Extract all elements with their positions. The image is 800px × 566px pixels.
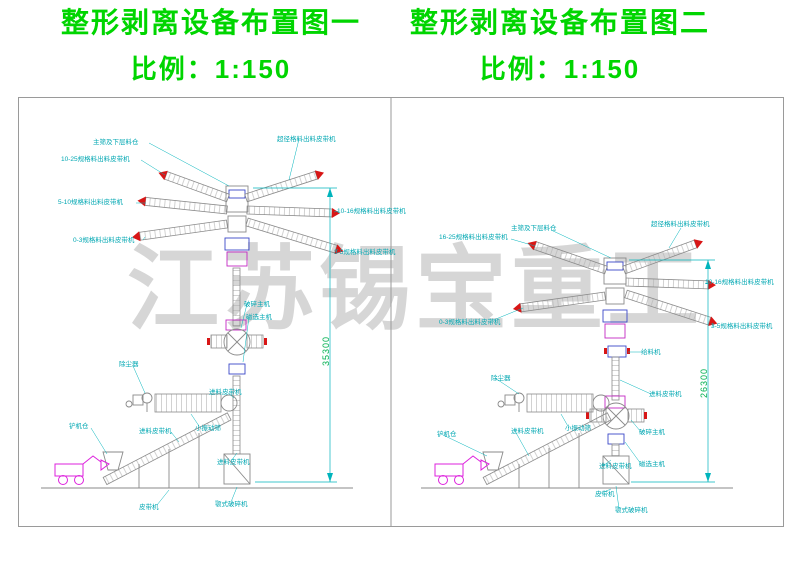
- label-out-10-25-1: 10-25规格料出料皮带机: [61, 156, 130, 163]
- label-feed-belt-3-1: 进料皮带机: [217, 459, 250, 466]
- figure1-title: 整形剥离设备布置图一 比例：1:150: [36, 6, 386, 86]
- label-out-0-3-2: 0-3规格料出料皮带机: [439, 319, 501, 326]
- vertical-belt-1: [232, 267, 241, 327]
- jaw-crusher-1: [223, 453, 251, 485]
- label-small-screen-1: 小振动筛: [195, 425, 221, 432]
- leader-lines-1: [90, 138, 340, 506]
- inclined-feed-conveyor-2: [482, 412, 612, 486]
- panel2-drawing: [421, 227, 733, 510]
- label-out-16-25-2: 16-25规格料出料皮带机: [439, 234, 508, 241]
- conveyor-10-16-r: [625, 277, 716, 290]
- label-out-10-16-2: 10-16规格料出料皮带机: [705, 279, 774, 286]
- conveyor-5-10: [137, 196, 228, 215]
- label-crusher-main-1: 破碎主机: [244, 301, 270, 308]
- label-dust-2: 除尘器: [491, 375, 511, 382]
- label-loader-hopper-2: 铲机仓: [437, 431, 457, 438]
- label-main-screen-1: 主筛及下层料仓: [93, 139, 139, 146]
- figure2-title: 整形剥离设备布置图二 比例：1:150: [400, 6, 720, 86]
- label-feed-belt-1-1: 进料皮带机: [209, 389, 242, 396]
- figure1-title-line1: 整形剥离设备布置图一: [60, 7, 361, 38]
- label-jaw-crusher-1: 颚式破碎机: [215, 501, 248, 508]
- conveyor-0-3: [131, 219, 229, 242]
- label-out-0-3-1: 0-3规格料出料皮带机: [73, 237, 135, 244]
- label-feed-belt-2-2: 进料皮带机: [511, 428, 544, 435]
- label-out-3-5-2: 3-5规格料出料皮带机: [711, 323, 773, 330]
- label-loader-hopper-1: 铲机仓: [69, 423, 89, 430]
- label-out-5-10-1: 5-10规格料出料皮带机: [58, 199, 124, 206]
- dimension-text-26300: 26300: [699, 367, 709, 398]
- label-feed-belt-2-1: 进料皮带机: [139, 428, 172, 435]
- label-crusher-main-2: 破碎主机: [639, 429, 665, 436]
- small-vibrating-screen-1: [125, 393, 238, 413]
- label-magnet-2: 磁选主机: [639, 461, 665, 468]
- drawing-canvas: 江苏锡宝重工: [18, 97, 784, 527]
- conveyor-3-5: [245, 217, 344, 254]
- feed-hopper-1: [102, 451, 124, 471]
- dimension-text-35300: 35300: [321, 335, 331, 366]
- magnet-separator-1: [228, 363, 246, 375]
- loader-truck-2: [434, 455, 490, 485]
- feed-hopper-2: [482, 451, 504, 471]
- label-feed-belt-3-2: 进料皮带机: [599, 463, 632, 470]
- label-small-screen-2: 小振动筛: [565, 425, 591, 432]
- cad-drawing: [41, 98, 733, 526]
- conveyor-oversize-r: [622, 239, 703, 275]
- label-out-3-5-1: 3-5规格料出料皮带机: [334, 249, 396, 256]
- label-feeder-2: 给料机: [641, 349, 661, 356]
- dust-collector-2: [513, 392, 525, 412]
- conveyor-0-3-r: [512, 291, 607, 313]
- vertical-belt-1b: [232, 375, 241, 455]
- label-out-10-16-1: 10-16规格料出料皮带机: [337, 208, 406, 215]
- conveyor-oversize: [244, 170, 324, 203]
- panel1-drawing: [41, 138, 353, 506]
- label-oversize-2: 超径格料出料皮带机: [651, 221, 710, 228]
- label-belt-2: 皮带机: [595, 491, 615, 498]
- jaw-crusher-2: [602, 455, 630, 485]
- figure2-scale: 比例：1:150: [479, 53, 641, 84]
- label-dust-1: 除尘器: [119, 361, 139, 368]
- label-oversize-1: 超径格料出料皮带机: [277, 136, 336, 143]
- feeder-2: [604, 345, 630, 358]
- label-belt-1: 皮带机: [139, 504, 159, 511]
- magnet-separator-2: [607, 433, 625, 445]
- conveyor-10-16: [246, 205, 340, 218]
- main-crusher-1: [207, 319, 267, 356]
- label-main-screen-2: 主筛及下层料仓: [511, 225, 557, 232]
- vertical-belt-2b: [611, 443, 620, 457]
- leader-lines-2: [440, 227, 714, 510]
- small-vibrating-screen-2: [497, 393, 610, 413]
- conveyor-16-25: [527, 240, 608, 275]
- inclined-feed-conveyor-1: [102, 412, 232, 486]
- conveyor-10-25: [158, 170, 230, 203]
- loader-truck-1: [54, 455, 110, 485]
- label-jaw-crusher-2: 颚式破碎机: [615, 507, 648, 514]
- main-screen-tower-2: [602, 257, 628, 339]
- conveyor-3-5-r: [624, 289, 718, 326]
- vertical-belt-2: [611, 356, 620, 401]
- dimension-35300: [253, 187, 337, 483]
- dust-collector-1: [141, 392, 153, 412]
- figure1-scale: 比例：1:150: [130, 53, 292, 84]
- label-feed-belt-1-2: 进料皮带机: [649, 391, 682, 398]
- dimension-26300: [629, 259, 715, 483]
- figure2-title-line1: 整形剥离设备布置图二: [409, 7, 710, 38]
- label-magnet-1: 磁选主机: [246, 314, 272, 321]
